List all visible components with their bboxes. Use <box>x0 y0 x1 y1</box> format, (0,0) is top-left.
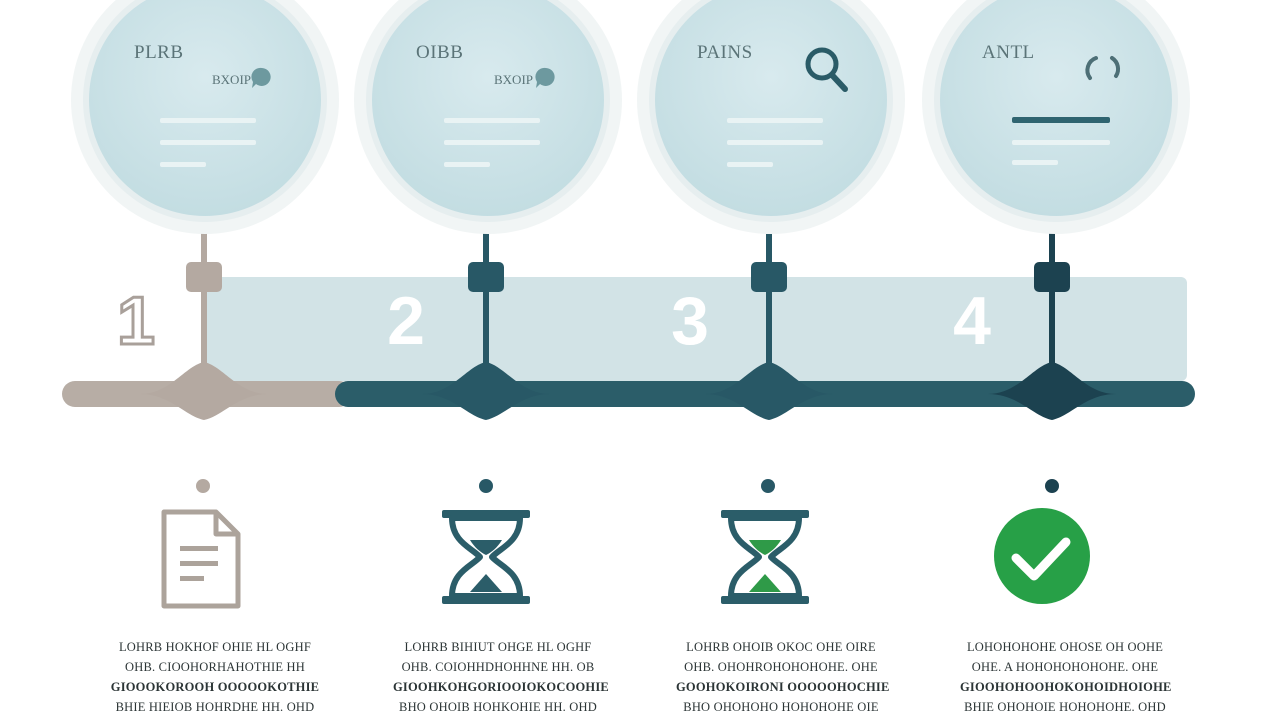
description-line: GIOOOKOROOH OOOOOKOTHIE <box>110 680 320 694</box>
track-node-4 <box>988 362 1116 420</box>
refresh-icon <box>1085 56 1120 80</box>
bubble-1 <box>71 0 339 234</box>
description-line: LOHRB HOKHOF OHIE HL OGHF <box>118 640 312 654</box>
bubble-1-subtitle: BXOIP <box>212 72 252 87</box>
description-line: LOHRB OHOIB OKOC OHE OIRE <box>686 640 876 654</box>
description-line: LOHOHOHOHE OHOSE OH OOHE <box>966 640 1164 654</box>
step-number-3: 3 <box>671 283 709 359</box>
bubble-4 <box>922 0 1190 234</box>
description-line: GOOHOKOIRONI OOOOOHOCHIE <box>676 680 890 694</box>
bubble-2 <box>354 0 622 234</box>
step-number-1: 1 <box>116 282 157 361</box>
description-line: OHB. CIOOHORHAHOTHIE HH <box>125 660 305 674</box>
marker-dot <box>1045 479 1059 493</box>
marker-dot <box>761 479 775 493</box>
step-1-description: LOHRB HOKHOF OHIE HL OGHF OHB. CIOOHORHA… <box>110 637 320 717</box>
bubble-chat-icon <box>535 67 555 88</box>
track-node-1 <box>140 362 268 420</box>
bubble-1-title: PLRB <box>134 42 184 63</box>
description-line: OHB. OHOHROHOHOHOHE. OHE <box>684 660 878 674</box>
progress-band <box>205 277 1187 381</box>
description-line: BHO OHOIB HOHKOHIE HH. OHD <box>399 700 597 714</box>
step-3-description: LOHRB OHOIB OKOC OHE OIRE OHB. OHOHROHOH… <box>676 637 890 717</box>
bubble-2-subtitle: BXOIP <box>494 72 534 87</box>
step-2-description: LOHRB BIHIUT OHGE HL OGHF OHB. COIOHHDHO… <box>393 637 609 717</box>
hourglass-icon <box>442 510 530 604</box>
search-icon <box>805 47 848 92</box>
description-line: BHIE HIEIOB HOHRDHE HH. OHD <box>115 700 315 714</box>
marker-dot <box>196 479 210 493</box>
bubble-4-title: ANTL <box>982 42 1035 63</box>
track-node-3 <box>705 362 833 420</box>
step-number-4: 4 <box>953 283 991 359</box>
step-number-2: 2 <box>387 283 425 359</box>
hourglass-icon <box>721 510 809 604</box>
marker-dot <box>479 479 493 493</box>
check-circle-icon <box>994 508 1090 604</box>
track-node-2 <box>422 362 550 420</box>
description-line: OHB. COIOHHDHOHHNE HH. OB <box>401 660 595 674</box>
step-4-description: LOHOHOHOHE OHOSE OH OOHE OHE. A HOHOHOHO… <box>960 637 1172 717</box>
bubble-chat-icon <box>251 67 271 88</box>
description-line: GIOOHKOHGORIOOIOKOCOOHIE <box>393 680 609 694</box>
description-line: LOHRB BIHIUT OHGE HL OGHF <box>404 640 592 654</box>
description-line: GIOOHOHOOHOKOHOIDHOIOHE <box>960 680 1172 694</box>
bubble-3-title: PAINS <box>697 42 753 63</box>
description-line: OHE. A HOHOHOHOHOHE. OHE <box>971 660 1159 674</box>
bubble-2-title: OIBB <box>416 42 464 63</box>
description-line: BHIE OHOHOIE HOHOHOHE. OHD <box>964 700 1166 714</box>
document-icon <box>161 509 241 609</box>
description-line: BHO OHOHOHO HOHOHOHE OIE <box>683 700 879 714</box>
bubble-3 <box>637 0 905 234</box>
